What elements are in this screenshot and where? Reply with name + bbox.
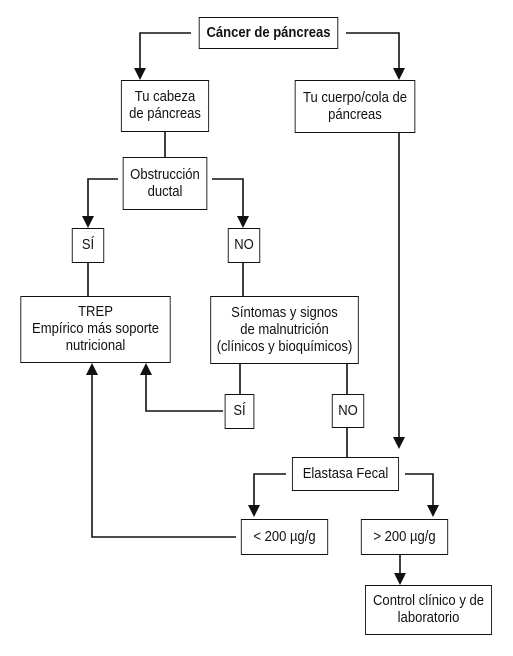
arrowhead-head <box>134 68 146 80</box>
arrowhead-trep-from-yes <box>140 363 152 375</box>
node-no-obstruction: NO <box>227 228 261 263</box>
arrowhead-gt200 <box>427 505 439 517</box>
connector-root-to-head <box>139 32 191 70</box>
node-elastase-above-200: > 200 µg/g <box>360 519 449 555</box>
node-ductal-obstruction: Obstrucción ductal <box>122 157 208 210</box>
connector-obstruction-to-no <box>212 178 244 218</box>
connector-elastase-to-gt200 <box>405 473 434 507</box>
arrowhead-lt200 <box>248 505 260 517</box>
arrowhead-trep-from-lt200 <box>86 363 98 375</box>
node-malnutrition-signs: Síntomas y signos de malnutrición (clíni… <box>210 296 359 364</box>
connector-root-to-body-tail <box>346 32 400 70</box>
node-clinical-lab-control: Control clínico y de laboratorio <box>365 585 492 635</box>
connector-obstruction-to-yes <box>87 178 118 218</box>
arrowhead-no-left <box>237 216 249 228</box>
node-yes-malnutrition: SÍ <box>224 394 255 429</box>
node-elastase-below-200: < 200 µg/g <box>240 519 329 555</box>
arrowhead-yes-left <box>82 216 94 228</box>
connector-elastase-to-lt200 <box>253 473 286 507</box>
node-empirical-trep: TREP Empírico más soporte nutricional <box>20 296 171 363</box>
arrowhead-elastase <box>393 437 405 449</box>
node-fecal-elastase: Elastasa Fecal <box>291 457 400 491</box>
node-head-of-pancreas: Tu cabeza de páncreas <box>120 80 210 132</box>
node-no-malnutrition: NO <box>331 394 365 428</box>
connector-lt200-to-trep <box>91 373 236 538</box>
connector-yes-mid-to-trep <box>145 373 223 412</box>
arrowhead-control <box>394 573 406 585</box>
node-body-tail-of-pancreas: Tu cuerpo/cola de páncreas <box>294 80 416 133</box>
node-pancreatic-cancer: Cáncer de páncreas <box>198 17 339 49</box>
node-yes-obstruction: SÍ <box>71 228 105 263</box>
arrowhead-body-tail <box>393 68 405 80</box>
